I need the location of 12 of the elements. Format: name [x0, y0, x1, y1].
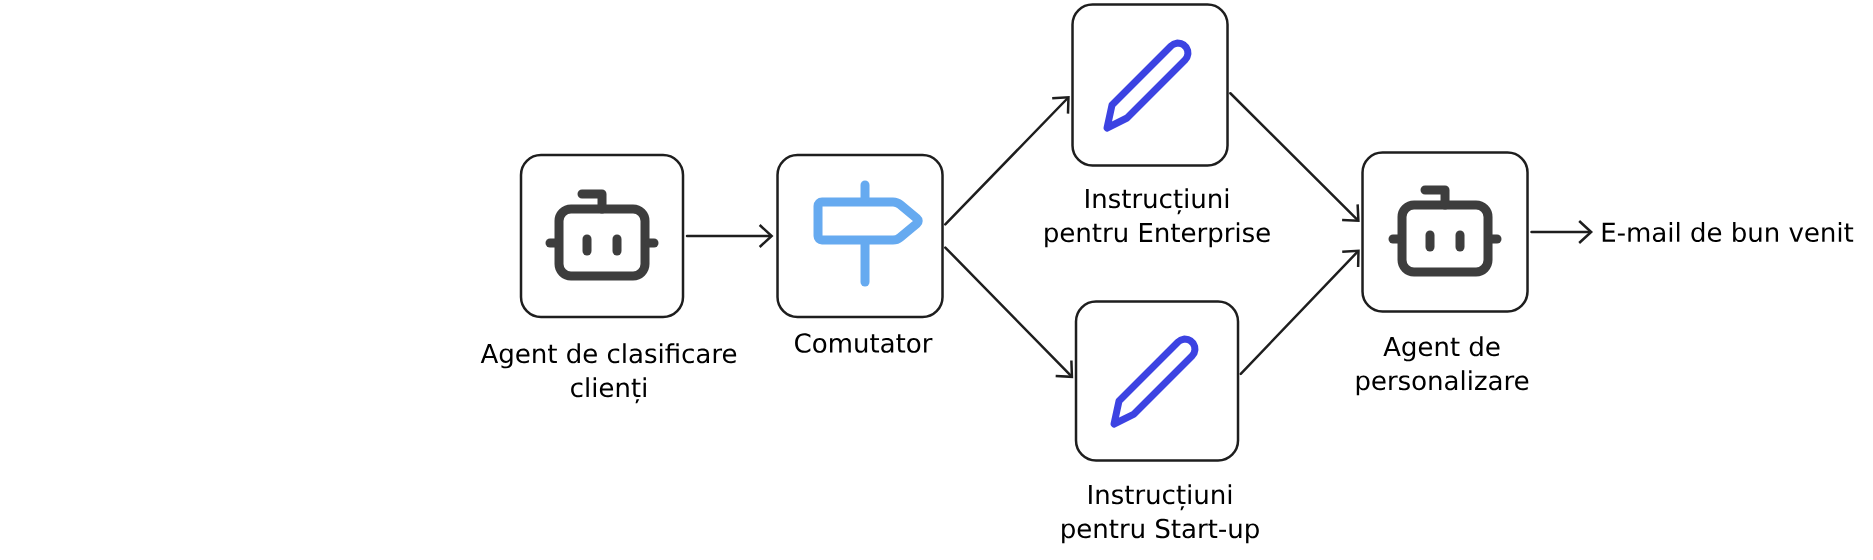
- output-text: E-mail de bun venit: [1602, 221, 1854, 243]
- node-label: Agent de personalizare: [1356, 336, 1529, 396]
- arrow: [944, 96, 1070, 226]
- node-label: Instrucțiuni pentru Enterprise: [1045, 188, 1270, 248]
- node-label: Comutator: [795, 333, 933, 353]
- arrow: [1229, 92, 1360, 222]
- node-label: Agent de clasificare clienți: [480, 343, 737, 404]
- arrow: [944, 246, 1074, 379]
- node-label: Instrucțiuni pentru Start-up: [1062, 484, 1259, 544]
- arrow: [1239, 249, 1360, 376]
- arrow: [685, 224, 774, 248]
- arrow: [1530, 220, 1593, 244]
